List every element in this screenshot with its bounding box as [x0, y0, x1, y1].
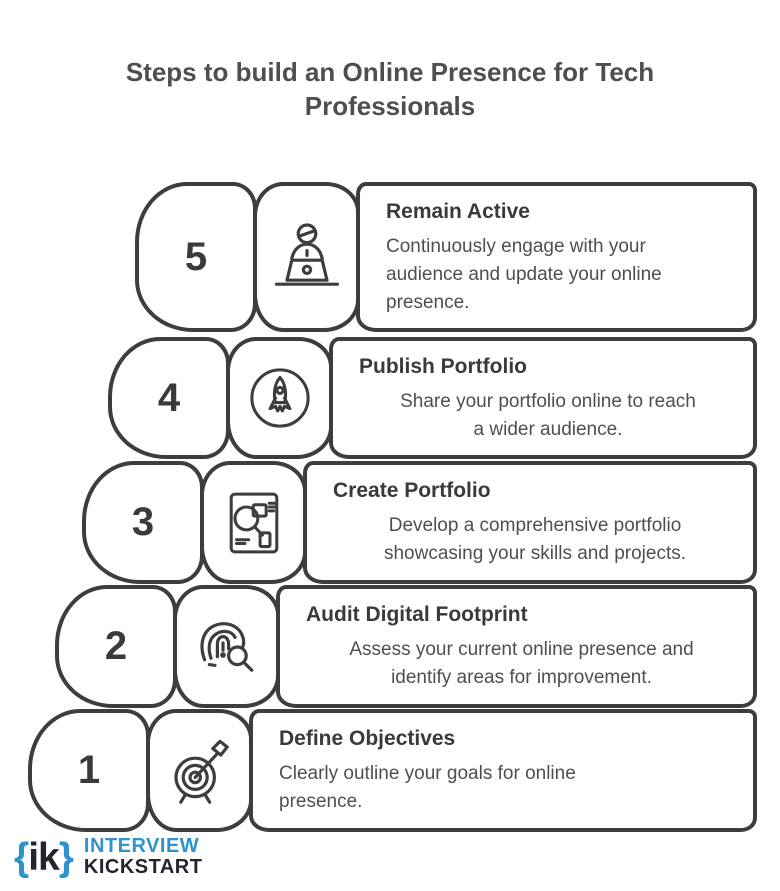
step-description: Continuously engage with your audience a… — [386, 236, 662, 313]
step-description: Clearly outline your goals for online pr… — [279, 763, 576, 812]
step-number: 4 — [157, 375, 181, 420]
step-panel: Remain Active Continuously engage with y… — [356, 182, 757, 332]
logo-line-kickstart: KICKSTART — [83, 856, 203, 879]
step-description: Share your portfolio online to reach a w… — [400, 391, 696, 440]
step-number: 2 — [104, 624, 128, 668]
step-title: Audit Digital Footprint — [306, 603, 528, 626]
step-icon-cell — [200, 461, 307, 584]
step-icon-cell — [146, 709, 253, 832]
step-title: Create Portfolio — [333, 479, 491, 502]
step-number-bubble: 1 — [28, 709, 150, 832]
step-description: Develop a comprehensive portfolio showca… — [383, 515, 687, 564]
step-title: Publish Portfolio — [359, 355, 527, 378]
logo-brace-right: } — [58, 835, 74, 879]
step-panel: Publish Portfolio Share your portfolio o… — [329, 337, 757, 459]
target-dart-icon — [160, 731, 240, 811]
step-row-5: 5 Remain Active Continuously engage with… — [0, 182, 780, 332]
rocket-icon — [242, 360, 318, 436]
step-row-1: 1 Define Objectives Clearly outline your… — [0, 709, 780, 832]
logo-ik: ik — [28, 835, 60, 879]
step-panel: Audit Digital Footprint Assess your curr… — [276, 585, 757, 708]
step-icon-cell — [253, 182, 360, 332]
step-number-bubble: 4 — [108, 337, 230, 459]
logo-brace-left: { — [14, 835, 29, 879]
person-at-laptop-icon — [267, 217, 347, 297]
step-icon-cell — [226, 337, 333, 459]
logo-wordmark: INTERVIEW KICKSTART — [83, 835, 203, 879]
step-row-3: 3 Create Portfolio Develop — [0, 461, 780, 584]
step-row-2: 2 Audit Digital Footprint Assess your cu… — [0, 585, 780, 708]
step-icon-cell — [173, 585, 280, 708]
step-number-bubble: 2 — [55, 585, 177, 708]
step-number-bubble: 3 — [82, 461, 204, 584]
portfolio-document-icon — [216, 485, 292, 561]
ik-logo-mark: {ik} — [14, 835, 74, 879]
step-number: 5 — [184, 234, 208, 279]
fingerprint-magnifier-icon — [187, 607, 267, 687]
step-row-4: 4 Publish Portfolio Share your portfolio… — [0, 337, 780, 459]
interview-kickstart-logo: {ik} INTERVIEW KICKSTART — [14, 835, 203, 879]
step-panel: Define Objectives Clearly outline your g… — [249, 709, 757, 832]
step-number-bubble: 5 — [135, 182, 257, 332]
step-description: Assess your current online presence and … — [349, 639, 694, 688]
logo-line-interview: INTERVIEW — [83, 835, 200, 857]
page-title: Steps to build an Online Presence for Te… — [125, 57, 655, 122]
step-number: 1 — [77, 748, 101, 792]
step-title: Remain Active — [386, 200, 530, 223]
step-number: 3 — [131, 500, 155, 544]
step-title: Define Objectives — [279, 727, 456, 750]
step-panel: Create Portfolio Develop a comprehensive… — [303, 461, 757, 584]
